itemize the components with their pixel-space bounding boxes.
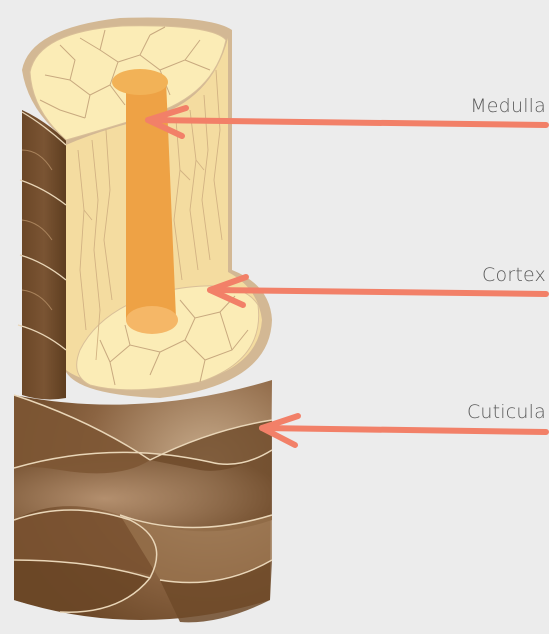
label-cuticula: Cuticula [467, 401, 546, 423]
label-cortex: Cortex [482, 264, 546, 286]
label-medulla: Medulla [470, 95, 546, 117]
